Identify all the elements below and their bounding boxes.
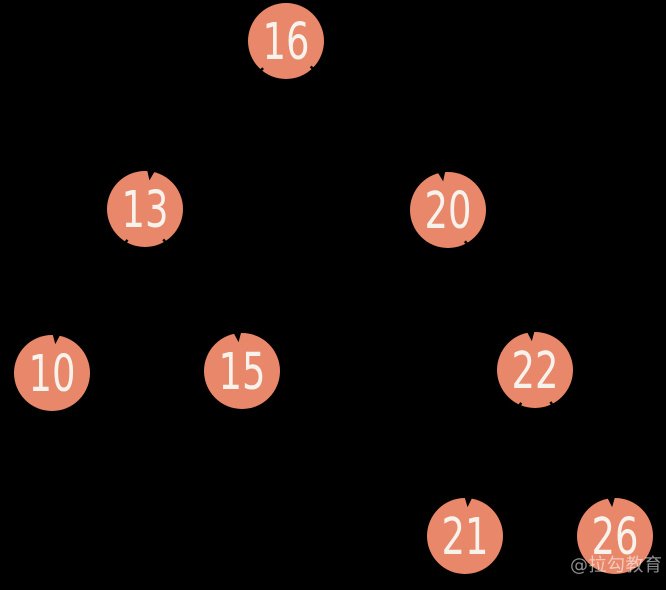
edge-line — [467, 402, 523, 494]
node-circle — [497, 332, 573, 408]
tree-edge — [146, 67, 265, 181]
node-circle — [427, 498, 503, 574]
node-circle — [410, 172, 486, 248]
edge-arrowhead — [524, 326, 536, 342]
tree-node: 22 — [497, 332, 573, 408]
edge-line — [463, 240, 532, 329]
tree-edge — [463, 402, 523, 508]
tree-node: 13 — [107, 171, 183, 247]
node-label: 16 — [263, 13, 310, 72]
tree-node: 26 — [577, 498, 653, 574]
edge-line — [549, 401, 612, 494]
node-circle — [107, 171, 183, 247]
tree-edge — [51, 239, 129, 345]
node-circle — [204, 333, 280, 409]
node-label: 20 — [425, 182, 472, 241]
tree-node: 15 — [204, 333, 280, 409]
node-label: 22 — [512, 342, 559, 401]
node-label: 15 — [219, 343, 266, 402]
tree-edge — [549, 401, 617, 508]
node-label: 13 — [122, 181, 169, 240]
tree-node: 21 — [427, 498, 503, 574]
edge-line — [309, 65, 442, 169]
tree-nodes-layer: 16 13 20 10 15 22 21 26 — [14, 3, 653, 574]
node-label: 10 — [29, 345, 76, 404]
tree-node: 10 — [14, 335, 90, 411]
edge-arrowhead — [146, 165, 158, 181]
edge-arrowhead — [51, 329, 63, 345]
watermark: @拉勾教育 — [570, 555, 663, 576]
edge-line — [55, 239, 129, 332]
edge-arrowhead — [435, 166, 447, 182]
edge-line — [162, 238, 238, 330]
edge-line — [150, 67, 265, 168]
node-label: 21 — [442, 508, 489, 567]
node-circle — [248, 3, 324, 79]
tree-edges-layer — [51, 65, 617, 508]
node-label: 26 — [592, 508, 639, 567]
tree-node: 16 — [248, 3, 324, 79]
tree-edge — [463, 240, 536, 342]
edge-arrowhead — [231, 327, 243, 343]
edge-arrowhead — [605, 492, 617, 508]
tree-edge — [162, 238, 243, 343]
tree-node: 20 — [410, 172, 486, 248]
node-circle — [14, 335, 90, 411]
node-circle — [577, 498, 653, 574]
edge-arrowhead — [463, 492, 475, 508]
tree-edge — [309, 65, 447, 182]
